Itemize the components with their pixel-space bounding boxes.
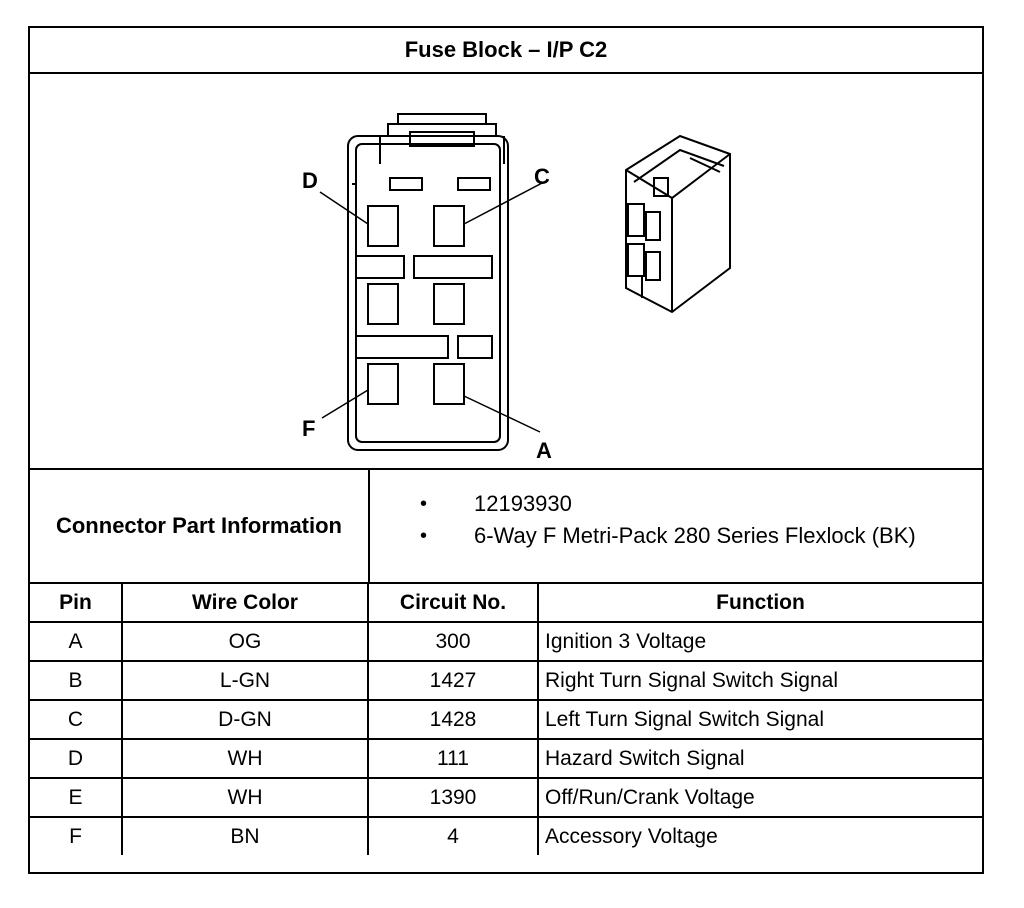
- wire-color-cell: BN: [121, 816, 369, 855]
- part-info-item: • 12193930: [370, 488, 982, 520]
- callout-leaders: [319, 181, 545, 433]
- function-cell: Hazard Switch Signal: [537, 738, 982, 779]
- pin-cell: C: [30, 699, 123, 740]
- circuit-no-cell: 111: [367, 738, 539, 779]
- pin-cell: A: [30, 621, 123, 662]
- header-circuit-no: Circuit No.: [367, 584, 539, 623]
- pin-table-header: Pin Wire Color Circuit No. Function: [30, 584, 982, 623]
- function-cell: Ignition 3 Voltage: [537, 621, 982, 662]
- wire-color-cell: WH: [121, 738, 369, 779]
- circuit-no-cell: 300: [367, 621, 539, 662]
- cavity-e: [367, 283, 399, 325]
- cavity-f: [367, 363, 399, 405]
- connector-face-view: [347, 113, 509, 451]
- bullet-icon: •: [420, 524, 428, 547]
- callout-f-label: F: [302, 416, 315, 441]
- function-cell: Right Turn Signal Switch Signal: [537, 660, 982, 701]
- table-row: E WH 1390 Off/Run/Crank Voltage: [30, 777, 982, 818]
- circuit-no-cell: 1390: [367, 777, 539, 818]
- wire-color-cell: D-GN: [121, 699, 369, 740]
- bullet-icon: •: [420, 492, 428, 515]
- part-info-item: • 6-Way F Metri-Pack 280 Series Flexlock…: [370, 520, 982, 552]
- wire-color-cell: L-GN: [121, 660, 369, 701]
- callout-c-label: C: [534, 164, 550, 189]
- wire-color-cell: OG: [121, 621, 369, 662]
- circuit-no-cell: 1428: [367, 699, 539, 740]
- connector-sheet: Fuse Block – I/P C2: [28, 26, 984, 874]
- circuit-no-cell: 4: [367, 816, 539, 855]
- function-cell: Accessory Voltage: [537, 816, 982, 855]
- header-function: Function: [537, 584, 982, 623]
- part-info-label: Connector Part Information: [30, 470, 370, 582]
- callout-c-leader: [463, 181, 545, 225]
- cavity-a: [433, 363, 465, 405]
- connector-figure: D C F A: [30, 74, 982, 470]
- callout-d-label: D: [302, 168, 318, 193]
- function-cell: Off/Run/Crank Voltage: [537, 777, 982, 818]
- part-description: 6-Way F Metri-Pack 280 Series Flexlock (…: [474, 523, 916, 548]
- callout-d-leader: [319, 191, 369, 225]
- table-row: D WH 111 Hazard Switch Signal: [30, 738, 982, 779]
- wire-color-cell: WH: [121, 777, 369, 818]
- table-row: F BN 4 Accessory Voltage: [30, 816, 982, 855]
- callout-a-leader: [463, 395, 541, 433]
- header-pin: Pin: [30, 584, 123, 623]
- page-title: Fuse Block – I/P C2: [30, 28, 982, 74]
- table-row: B L-GN 1427 Right Turn Signal Switch Sig…: [30, 660, 982, 701]
- pin-cell: E: [30, 777, 123, 818]
- pin-table: Pin Wire Color Circuit No. Function A OG…: [30, 584, 982, 855]
- function-cell: Left Turn Signal Switch Signal: [537, 699, 982, 740]
- table-row: C D-GN 1428 Left Turn Signal Switch Sign…: [30, 699, 982, 740]
- circuit-no-cell: 1427: [367, 660, 539, 701]
- cavity-c: [433, 205, 465, 247]
- callout-a-label: A: [536, 438, 552, 463]
- callout-f-leader: [321, 389, 369, 419]
- connector-face-diagram: D C F A: [302, 113, 731, 463]
- cavity-d: [367, 205, 399, 247]
- pin-cell: F: [30, 816, 123, 855]
- cavity-b: [433, 283, 465, 325]
- table-row: A OG 300 Ignition 3 Voltage: [30, 621, 982, 662]
- connector-part-information: Connector Part Information • 12193930 • …: [30, 470, 982, 584]
- connector-isometric-view: [625, 134, 731, 314]
- part-info-list: • 12193930 • 6-Way F Metri-Pack 280 Seri…: [370, 470, 982, 582]
- header-wire-color: Wire Color: [121, 584, 369, 623]
- part-number: 12193930: [474, 491, 572, 516]
- pin-cell: D: [30, 738, 123, 779]
- pin-cell: B: [30, 660, 123, 701]
